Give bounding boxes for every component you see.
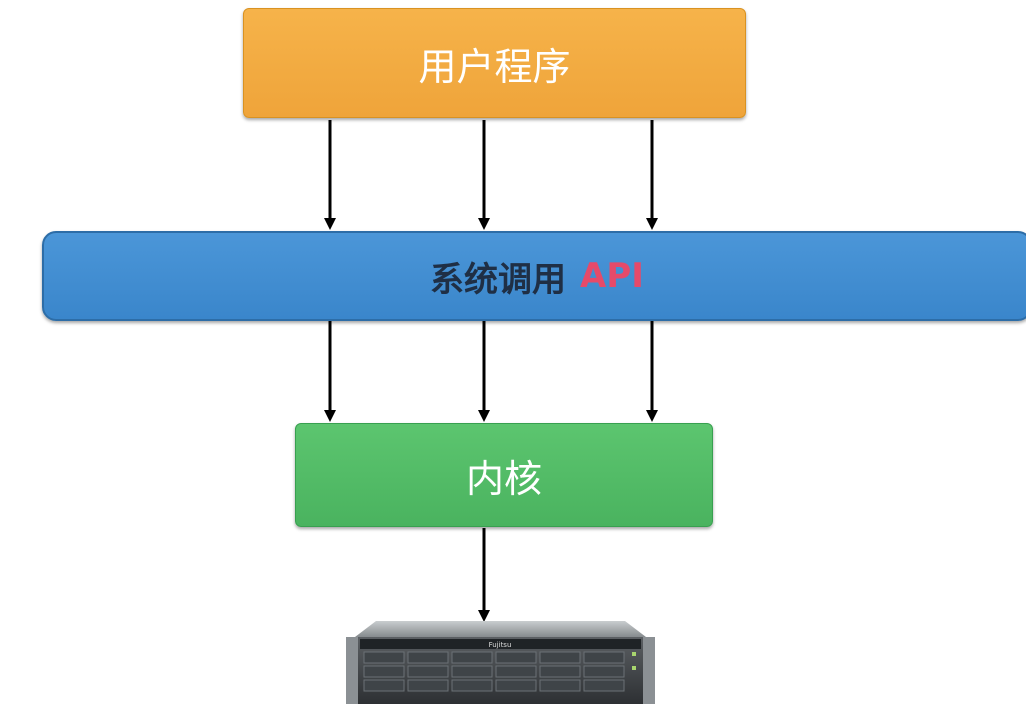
server-icon: Fujitsu (346, 621, 655, 704)
user-program-node: 用户程序 (243, 8, 746, 118)
kernel-node: 内核 (295, 423, 713, 527)
server-brand-mark: Fujitsu (489, 641, 512, 649)
kernel-label: 内核 (465, 456, 542, 501)
user-program-label: 用户程序 (418, 44, 571, 89)
system-call-api-node: 系统调用 API (42, 231, 1026, 321)
server-node: Fujitsu (346, 621, 655, 704)
api-label: API (580, 256, 644, 296)
system-call-label: 系统调用 (430, 259, 567, 300)
